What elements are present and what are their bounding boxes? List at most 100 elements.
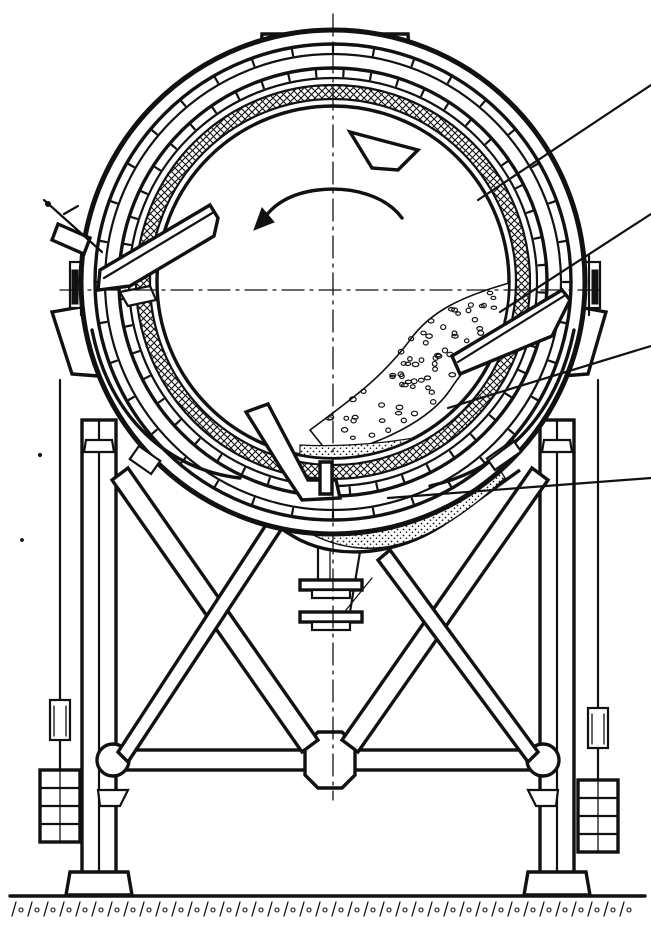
material-particle: [431, 360, 438, 367]
ring-slot: [127, 395, 135, 402]
ground-mark: [619, 901, 625, 917]
ground-mark: [178, 907, 184, 913]
ground-mark: [267, 901, 273, 917]
ground-mark: [498, 907, 504, 913]
ground-mark: [626, 907, 632, 913]
ground-mark: [379, 901, 385, 917]
ring-slot: [235, 92, 241, 100]
ground-mark: [235, 901, 241, 917]
ground-mark: [194, 907, 200, 913]
material-particle: [447, 306, 456, 312]
ground-mark: [50, 907, 56, 913]
ring-slot: [143, 374, 151, 380]
ring-slot: [130, 215, 138, 220]
ring-slot: [401, 474, 406, 483]
ground-mark: [107, 901, 113, 917]
material-particle: [397, 348, 405, 355]
ring-slot: [110, 200, 119, 205]
ground-mark: [203, 901, 209, 917]
ground-mark: [603, 901, 609, 917]
ground-mark: [482, 907, 488, 913]
ink-speck: [20, 538, 24, 542]
material-particle: [425, 333, 433, 339]
ring-slot: [151, 129, 158, 136]
material-particle: [428, 389, 435, 395]
ground-mark: [219, 901, 225, 917]
material-particle: [418, 357, 425, 364]
ring-slot: [153, 165, 162, 172]
material-particle: [451, 330, 458, 337]
ring-slot: [189, 123, 196, 131]
ground-mark: [299, 901, 305, 917]
material-particle: [490, 295, 497, 301]
material-particle: [486, 290, 494, 296]
ring-slot: [547, 200, 556, 205]
ground-mark: [395, 901, 401, 917]
drive-pulleys: [298, 578, 364, 632]
ring-slot: [132, 350, 141, 355]
ring-slot: [287, 73, 291, 82]
ring-slot: [531, 395, 539, 402]
material-particle: [481, 302, 487, 309]
ground-mark: [66, 907, 72, 913]
material-particle: [394, 410, 403, 416]
ground-mark: [530, 907, 536, 913]
ring-slot: [124, 324, 133, 328]
material-particle: [340, 426, 349, 433]
ground-mark: [274, 907, 280, 913]
ground-mark: [75, 901, 81, 917]
ground-mark: [130, 907, 136, 913]
ring-slot: [290, 48, 295, 57]
material-particle: [425, 385, 431, 391]
material-particle: [378, 402, 386, 408]
ring-slot: [251, 59, 256, 68]
material-particle: [477, 330, 485, 336]
material-particle: [471, 316, 479, 323]
ground-mark: [459, 901, 465, 917]
ground-mark: [434, 907, 440, 913]
ground-mark: [162, 907, 168, 913]
ground-mark: [386, 907, 392, 913]
ground-mark: [562, 907, 568, 913]
ring-slot: [484, 138, 492, 145]
ring-slot: [531, 162, 539, 169]
material-particle: [490, 305, 498, 310]
bolt-fittings: [128, 438, 523, 476]
ring-slot: [558, 239, 567, 244]
ring-slot: [211, 106, 217, 114]
ground-mark: [290, 907, 296, 913]
leader-lines: [386, 83, 651, 500]
ground-mark: [507, 901, 513, 917]
material-particle: [441, 347, 449, 354]
ring-slot: [395, 79, 400, 88]
material-particle: [420, 330, 427, 336]
material-particle: [399, 381, 405, 388]
center-lines: [59, 13, 607, 801]
ring-slot: [260, 81, 265, 90]
left-counterweight: [38, 378, 82, 844]
ground-mark: [491, 901, 497, 917]
ground-mark: [594, 907, 600, 913]
ground-mark: [571, 901, 577, 917]
ground-mark: [475, 901, 481, 917]
ring-slot: [151, 428, 158, 435]
material-particle: [389, 372, 397, 378]
material-particle: [432, 366, 439, 372]
ring-slot: [449, 450, 455, 458]
material-particle: [417, 377, 425, 383]
ground-mark: [123, 901, 129, 917]
ring-slot: [123, 242, 132, 246]
material-particle: [422, 339, 429, 346]
ground-mark: [587, 901, 593, 917]
ground-mark: [411, 901, 417, 917]
ring-slot: [425, 464, 431, 472]
ground-mark: [59, 901, 65, 917]
material-particle: [343, 415, 350, 421]
ring-slot: [290, 507, 295, 516]
ground-mark: [98, 907, 104, 913]
material-particle: [408, 336, 415, 342]
material-particle: [378, 418, 386, 424]
ring-slot: [216, 453, 223, 462]
material-particle: [350, 417, 357, 424]
